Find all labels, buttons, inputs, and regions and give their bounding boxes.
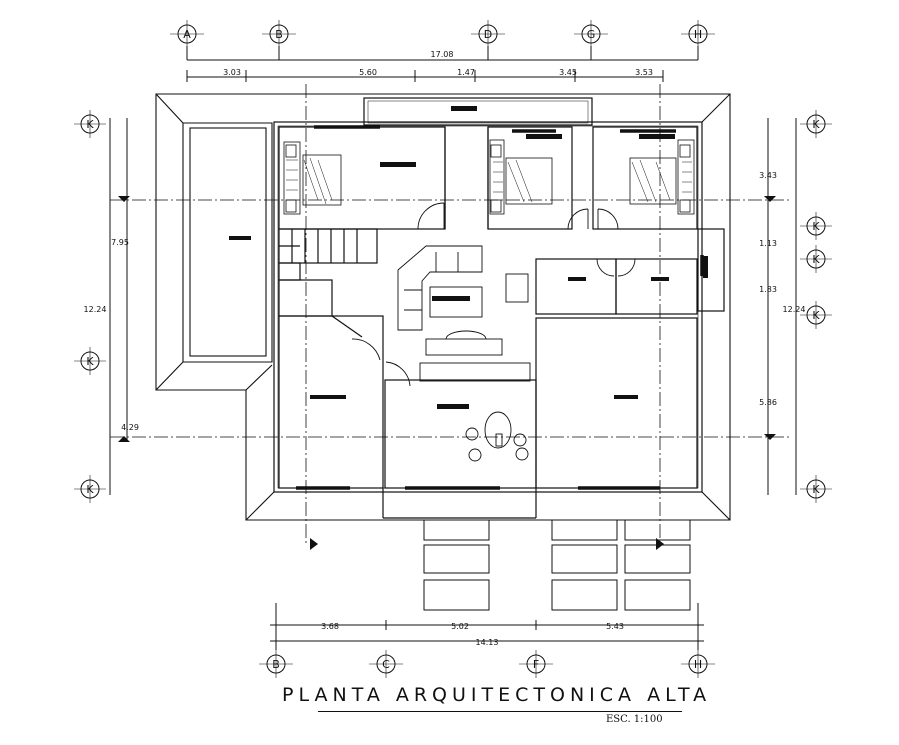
grid-label-left-3: K — [86, 483, 94, 496]
bed-hatching — [286, 157, 692, 205]
walls — [273, 97, 725, 519]
dim-right-2: 1.13 — [759, 239, 777, 248]
dim-bottom-total: 14.13 — [476, 638, 499, 647]
grid-label-right-2: K — [812, 220, 820, 233]
grid-label-top-5: H — [694, 28, 702, 41]
grid-axis-bottom — [259, 603, 715, 678]
grid-label-right-5: K — [812, 483, 820, 496]
dim-bottom-2: 5.02 — [451, 622, 469, 631]
title-underline — [318, 711, 682, 712]
grid-label-top-3: D — [484, 28, 492, 41]
grid-label-right-3: K — [812, 253, 820, 266]
windows — [296, 125, 704, 490]
grid-label-top-1: A — [183, 28, 191, 41]
grid-label-bottom-2: C — [382, 658, 390, 671]
dim-left-small: 4.29 — [121, 423, 139, 432]
grid-label-bottom-1: B — [272, 658, 280, 671]
dim-top-3: 1.47 — [457, 68, 475, 77]
grid-label-top-4: G — [587, 28, 596, 41]
grid-label-right-4: K — [812, 309, 820, 322]
dimension-lines-top — [186, 59, 698, 82]
drawing-scale: ESC. 1:100 — [606, 714, 663, 725]
grid-axis-top — [170, 20, 715, 60]
furniture-living — [397, 245, 531, 462]
dim-top-total: 17.08 — [431, 50, 454, 59]
grid-axis-right — [767, 110, 832, 503]
drawing-title: PLANTA ARQUITECTONICA ALTA — [282, 684, 712, 706]
dim-bottom-3: 5.43 — [606, 622, 624, 631]
room-label-marks — [229, 106, 708, 409]
dim-top-4: 3.45 — [559, 68, 577, 77]
dim-top-2: 5.60 — [359, 68, 377, 77]
dim-bottom-1: 3.68 — [321, 622, 339, 631]
grid-label-left-2: K — [86, 355, 94, 368]
section-markers — [118, 196, 776, 550]
exterior-steps — [423, 519, 691, 611]
grid-label-bottom-4: H — [694, 658, 702, 671]
dim-top-1: 3.03 — [223, 68, 241, 77]
dim-right-total: 12.24 — [783, 305, 806, 314]
dim-right-4: 5.86 — [759, 398, 777, 407]
furniture-beds — [283, 139, 695, 215]
grid-label-top-2: B — [275, 28, 283, 41]
dim-left-total: 12.24 — [84, 305, 107, 314]
dim-top-5: 3.53 — [635, 68, 653, 77]
grid-label-left-1: K — [86, 118, 94, 131]
grid-axis-left — [74, 110, 128, 503]
doors — [351, 202, 636, 387]
dim-right-1: 3.43 — [759, 171, 777, 180]
roof-outline — [155, 93, 731, 521]
grid-label-bottom-3: F — [533, 658, 539, 671]
dim-left-partial: 7.95 — [111, 238, 129, 247]
dim-right-3: 1.83 — [759, 285, 777, 294]
grid-label-right-1: K — [812, 118, 820, 131]
